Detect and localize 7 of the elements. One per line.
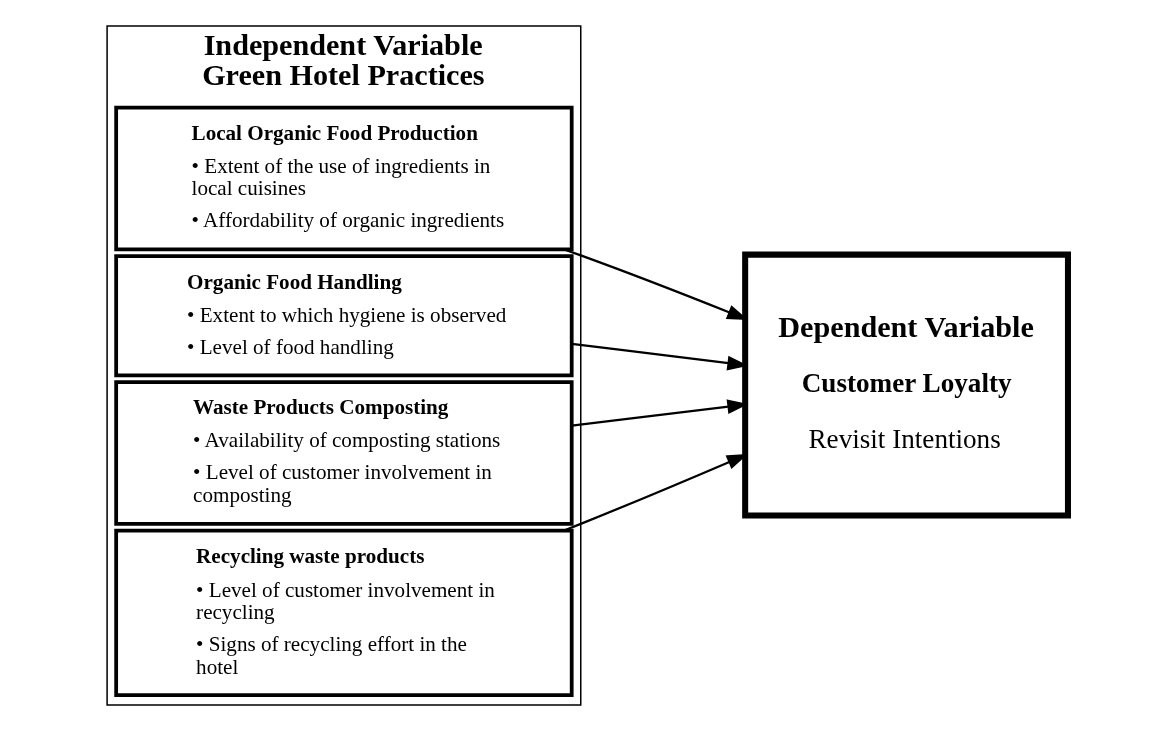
node-box: Local Organic Food Production • Extent of the use of ingredients in local cuisines • Affordability of organic ingredients [113,105,574,252]
node-box: Recycling waste products • Level of customer involvement in recycling • Signs of recycling effort in the hotel [113,528,574,697]
arrow [571,399,748,427]
node-box: Organic Food Handling • Extent to which hygiene is observed • Level of food handling [113,254,574,378]
node-box: Waste Products Composting • Availability of composting stations • Level of customer involvement in composting [113,380,574,526]
arrow [571,342,748,371]
node-box: Dependent Variable Customer Loyalty Revisit Intentions [741,251,1071,519]
